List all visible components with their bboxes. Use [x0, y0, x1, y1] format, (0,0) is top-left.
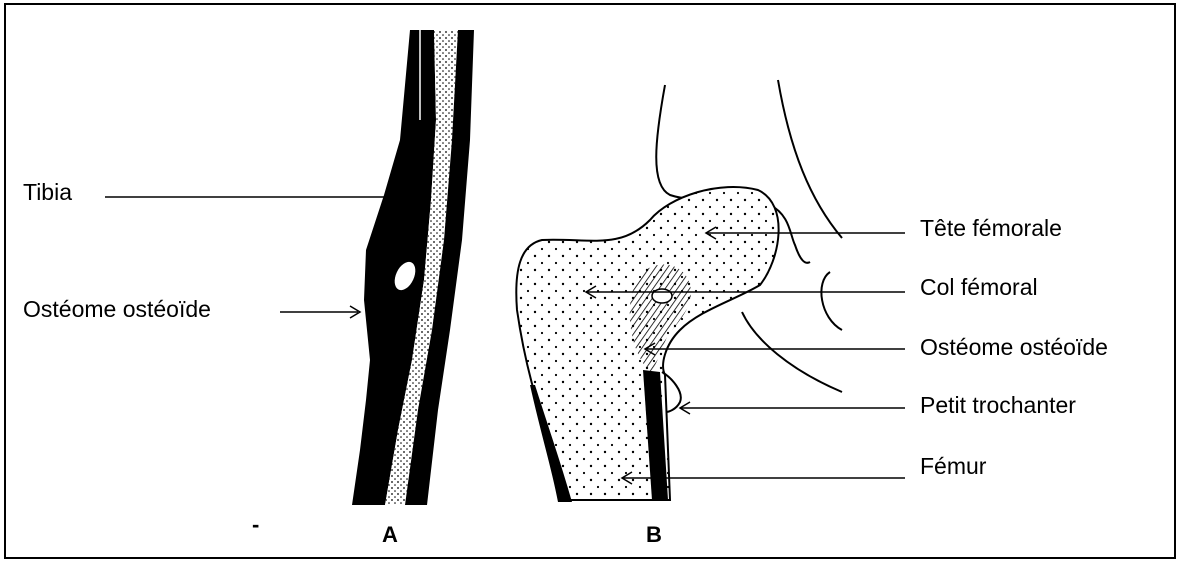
label-femur: Fémur [920, 455, 986, 478]
panel-letter-b: B [646, 524, 662, 546]
panel-letter-a: A [382, 524, 398, 546]
label-osteoid-osteoma-a: Ostéome ostéoïde [23, 298, 211, 321]
femur-drawing [516, 187, 778, 502]
label-femoral-head: Tête fémorale [920, 217, 1062, 240]
label-lesser-trochanter: Petit trochanter [920, 394, 1076, 417]
label-femoral-neck: Col fémoral [920, 276, 1038, 299]
label-osteoid-osteoma-b: Ostéome ostéoïde [920, 336, 1108, 359]
stray-mark: - [252, 514, 259, 536]
tibia-drawing [352, 30, 474, 505]
label-tibia: Tibia [23, 181, 72, 204]
femur-nidus [652, 289, 672, 303]
